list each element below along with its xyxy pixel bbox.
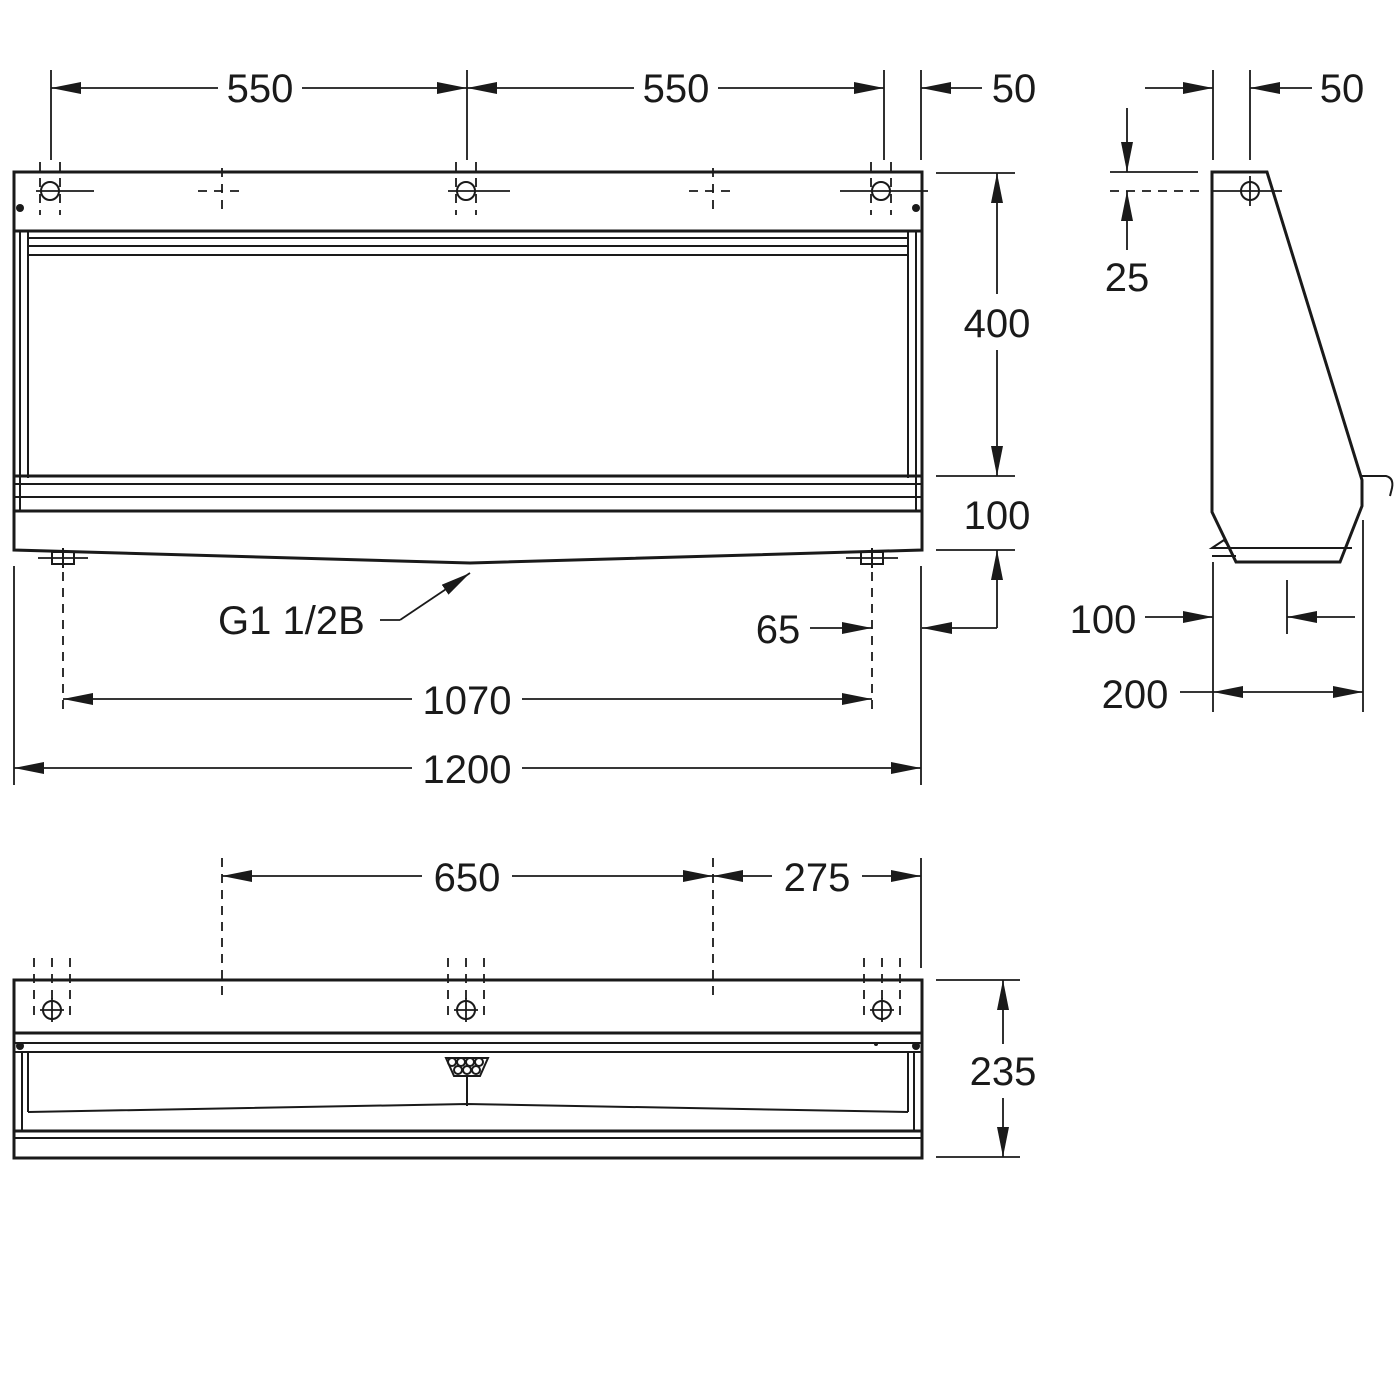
mounting-hole-left <box>36 162 94 215</box>
dim-side-depth: 200 <box>1102 673 1169 717</box>
overflow-hook <box>1362 475 1394 497</box>
front-view <box>12 162 928 568</box>
side-dimensions: 50 25 100 200 <box>1070 67 1365 717</box>
plan-body-outline <box>12 978 924 1160</box>
dim-outlet-offset: 65 <box>756 608 801 652</box>
bracket-right <box>846 548 898 568</box>
side-body-outline <box>1210 170 1364 564</box>
dim-overall-width: 1200 <box>423 748 512 792</box>
side-view <box>1208 170 1394 564</box>
plan-hole-right <box>863 958 901 1022</box>
plan-hole-center <box>447 958 485 1022</box>
dim-front-lower: 100 <box>964 494 1031 538</box>
dim-plan-center: 650 <box>434 856 501 900</box>
dim-front-top-edge: 50 <box>992 67 1037 111</box>
dim-plan-height: 235 <box>970 1050 1037 1094</box>
front-dimensions: 550 550 50 400 100 G1 1/2B 65 10 <box>13 67 1037 792</box>
dim-front-top-right: 550 <box>643 67 710 111</box>
plan-hole-left <box>33 958 71 1022</box>
dim-front-height: 400 <box>964 302 1031 346</box>
plan-view <box>12 958 924 1160</box>
front-body-outline <box>12 170 924 565</box>
mounting-mark-left-mid <box>198 168 246 214</box>
dim-bracket-span: 1070 <box>423 679 512 723</box>
label-outlet-thread: G1 1/2B <box>218 599 365 643</box>
dim-plan-right: 275 <box>784 856 851 900</box>
mounting-hole-center <box>448 162 510 215</box>
drain-strainer-icon <box>444 1057 490 1106</box>
dim-side-lower: 100 <box>1070 598 1137 642</box>
dim-front-top-left: 550 <box>227 67 294 111</box>
dim-side-hole-offset: 25 <box>1105 256 1150 300</box>
bracket-left <box>38 548 88 568</box>
mounting-hole-right <box>840 162 928 215</box>
mounting-mark-right-mid <box>689 168 737 214</box>
dim-side-top-offset: 50 <box>1320 67 1365 111</box>
plan-dimensions: 650 275 235 <box>221 856 1037 1158</box>
